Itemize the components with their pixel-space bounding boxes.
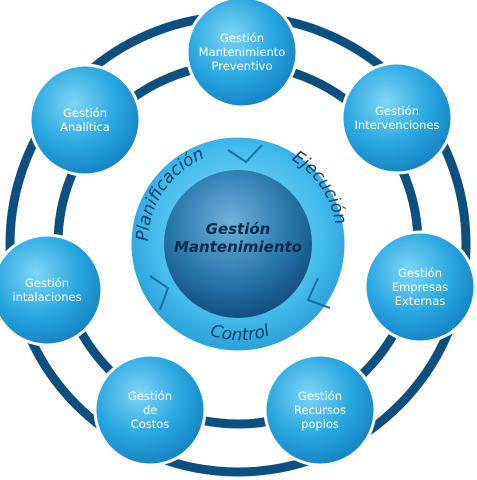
node-label-line: Gestión [298,389,342,403]
node-label-line: Gestión [63,106,107,120]
node-label-line: Mantenimiento [199,45,286,59]
node-label-line: Gestión [398,266,442,280]
node-label-line: popios [301,417,339,431]
node-circle [363,230,477,344]
node-circle [93,353,207,467]
satellite-nodes: GestiónMantenimientoPreventivoGestiónInt… [0,0,477,467]
cycle-arrow-right [306,277,331,309]
node-circle [263,353,377,467]
cycle-arrow-top [227,144,263,164]
center-core [164,170,312,318]
node-label-line: intalaciones [12,290,81,304]
node-circle [0,233,104,347]
node-label-line: Recursos [294,403,346,417]
cycle-arrow-left [149,275,170,311]
node-label-line: Gestión [220,31,264,45]
node-circle [185,0,299,109]
center-title-line1: Gestión [206,220,271,238]
node-label-line: Gestión [375,104,419,118]
node-circle [28,63,142,177]
node-label-line: Externas [395,294,446,308]
node-label-line: de [143,403,157,417]
node-label-line: Intervenciones [354,118,439,132]
node-label-line: Empresas [392,280,448,294]
center-title-line2: Mantenimiento [174,238,302,256]
node-label-line: Gestión [128,389,172,403]
node-label-line: Gestión [25,276,69,290]
node-circle [340,61,454,175]
node-label-line: Preventivo [212,59,273,73]
node-label-line: Analítica [60,120,110,134]
node-label-line: Costos [131,417,170,431]
center-hub: Planificación Ejecución Control Gestión … [128,134,350,354]
